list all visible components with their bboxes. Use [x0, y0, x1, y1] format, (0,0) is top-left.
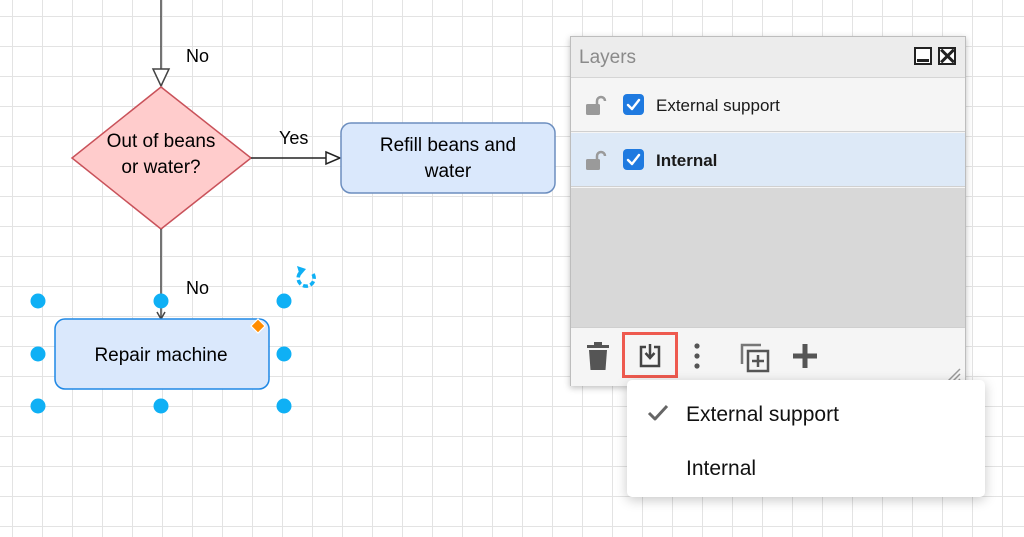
layers-toolbar — [571, 327, 965, 386]
edge-label-top-no: No — [186, 46, 209, 66]
unlocked-icon[interactable] — [585, 150, 607, 172]
checkmark-icon — [647, 404, 669, 421]
menu-item-label: Internal — [686, 457, 757, 480]
close-icon[interactable] — [938, 47, 956, 65]
resize-handle-left[interactable] — [30, 346, 46, 362]
resize-handle-top-left[interactable] — [30, 293, 46, 309]
menu-item-external-support[interactable]: External support — [627, 388, 985, 438]
more-vertical-icon[interactable] — [693, 342, 701, 370]
menu-item-label: External support — [686, 403, 839, 426]
menu-item-internal[interactable]: Internal — [627, 442, 985, 492]
corner-radius-handle[interactable] — [250, 318, 266, 334]
trash-icon[interactable] — [585, 342, 611, 372]
move-to-layer-menu: External support Internal — [627, 380, 985, 497]
decision-label-line2: or water? — [121, 157, 200, 178]
plus-icon[interactable] — [791, 342, 819, 370]
decision-label-line1: Out of beans — [107, 131, 216, 152]
move-selection-button[interactable] — [622, 332, 678, 378]
duplicate-icon[interactable] — [739, 342, 771, 374]
repair-label: Repair machine — [94, 345, 227, 366]
edge-label-bottom-no: No — [186, 278, 209, 298]
rotate-icon[interactable] — [296, 266, 316, 288]
resize-handle-bottom-right[interactable] — [276, 398, 292, 414]
layers-list-empty-area — [571, 188, 965, 327]
edge-top-arrowhead — [151, 68, 171, 88]
refill-label-line2: water — [424, 161, 472, 182]
refill-shape[interactable] — [340, 122, 556, 194]
resize-handle-right[interactable] — [276, 346, 292, 362]
move-selection-icon — [639, 344, 661, 368]
layers-panel-title: Layers — [579, 47, 637, 68]
layer-row-internal[interactable]: Internal — [571, 133, 965, 187]
layer-name[interactable]: External support — [656, 96, 780, 115]
layers-panel-header[interactable]: Layers — [571, 37, 965, 78]
resize-handle-bottom-left[interactable] — [30, 398, 46, 414]
resize-handle-top-right[interactable] — [276, 293, 292, 309]
layer-name[interactable]: Internal — [656, 151, 718, 170]
minimize-icon[interactable] — [914, 47, 932, 65]
refill-label-line1: Refill beans and — [380, 135, 516, 156]
layers-panel: Layers External support Internal — [570, 36, 966, 386]
edge-label-yes: Yes — [279, 128, 308, 148]
repair-shape[interactable] — [54, 318, 270, 390]
resize-handle-bottom[interactable] — [153, 398, 169, 414]
layer-visibility-checkbox[interactable] — [623, 94, 644, 115]
layer-visibility-checkbox[interactable] — [623, 149, 644, 170]
layer-row-external-support[interactable]: External support — [571, 78, 965, 132]
edge-yes-arrowhead — [325, 150, 342, 166]
unlocked-icon[interactable] — [585, 95, 607, 117]
resize-handle-top[interactable] — [153, 293, 169, 309]
